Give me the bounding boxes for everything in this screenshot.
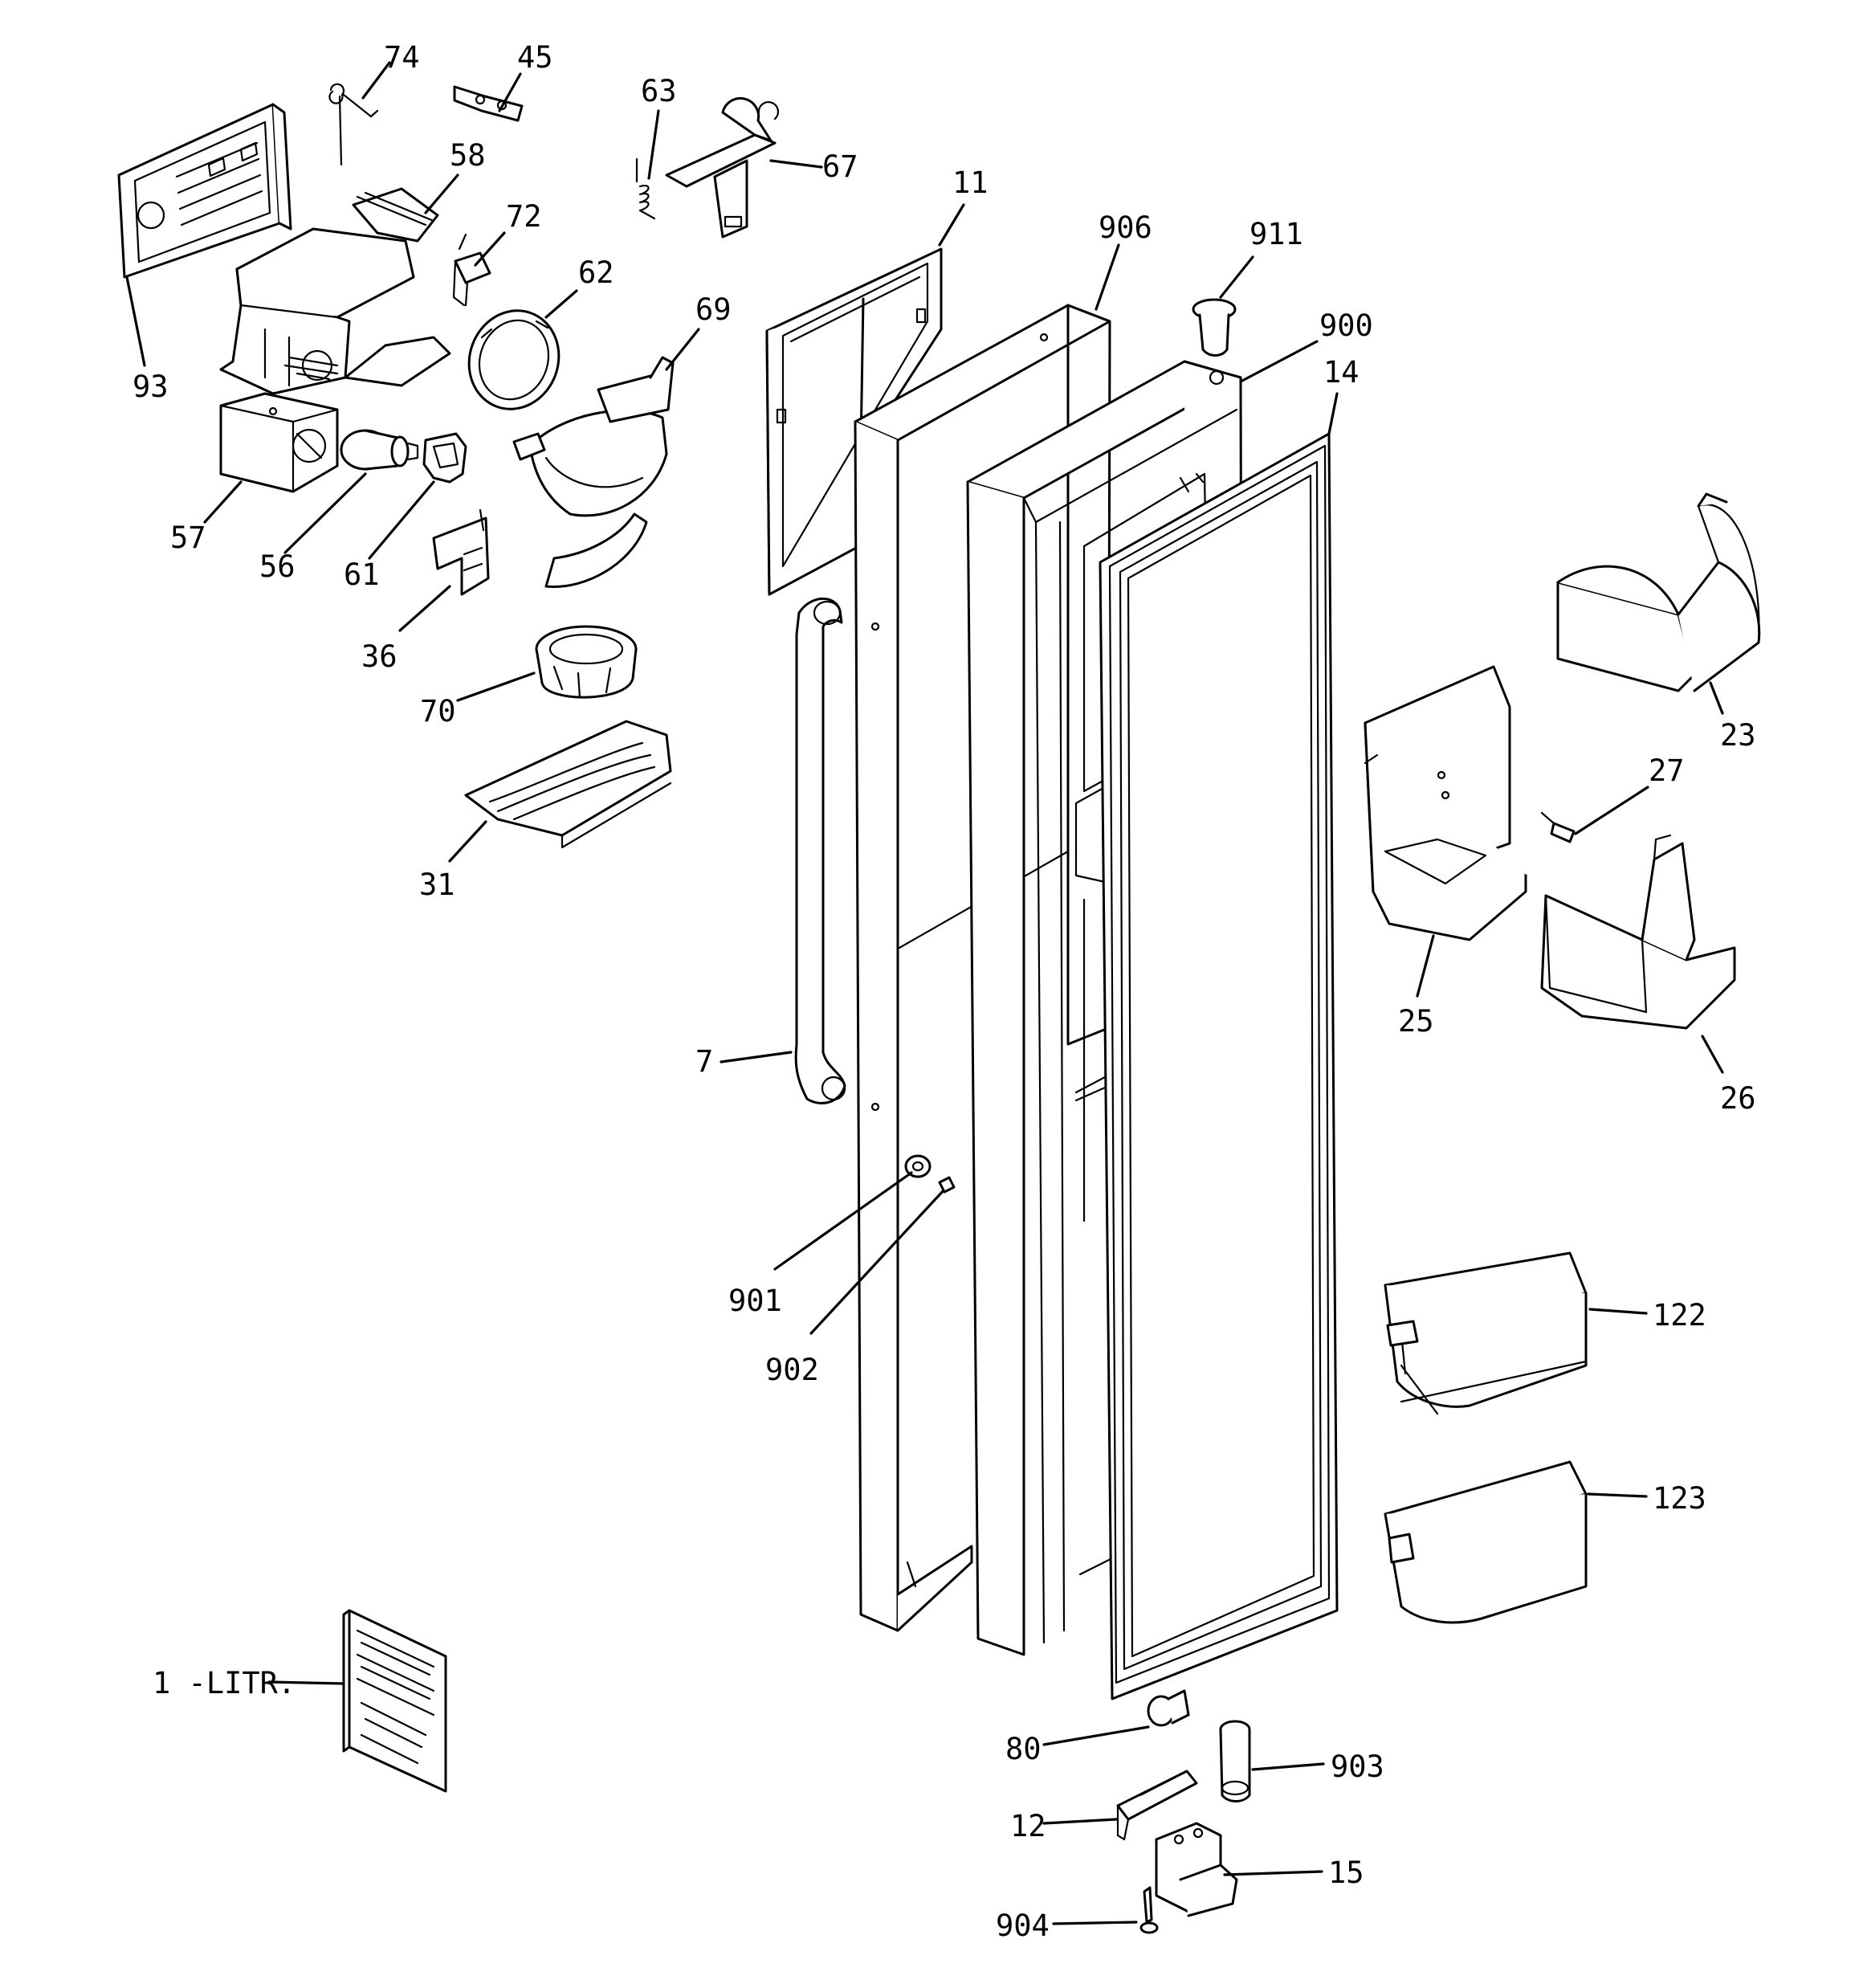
callout-903: 903 xyxy=(1331,1749,1384,1784)
callout-61: 61 xyxy=(344,557,380,592)
hinge-part xyxy=(1155,1822,1238,1917)
callout-62: 62 xyxy=(578,255,614,290)
callout-67: 67 xyxy=(822,149,858,184)
callout-122: 122 xyxy=(1653,1298,1706,1333)
leader-lines xyxy=(125,61,1724,1925)
callout-36: 36 xyxy=(361,639,397,674)
callout-902: 902 xyxy=(765,1353,819,1387)
callout-904: 904 xyxy=(996,1908,1050,1943)
cap-part xyxy=(1147,1689,1190,1727)
bracket-part-36 xyxy=(432,508,490,596)
plug-part xyxy=(1192,298,1237,357)
callout-26: 26 xyxy=(1720,1081,1756,1116)
grille-part xyxy=(464,720,672,849)
callout-63: 63 xyxy=(641,74,677,108)
callout-11: 11 xyxy=(952,165,989,200)
callout-70: 70 xyxy=(420,694,456,729)
bracket-part xyxy=(453,85,524,122)
gear-part xyxy=(422,432,467,484)
callout-901: 901 xyxy=(728,1284,782,1318)
literature-booklet-part xyxy=(342,1609,447,1793)
callout-31: 31 xyxy=(419,867,455,902)
ice-crusher-part xyxy=(219,187,451,395)
cup-part xyxy=(535,625,638,699)
callout-12: 12 xyxy=(1010,1809,1046,1843)
motor-part xyxy=(219,392,339,493)
callout-911: 911 xyxy=(1249,217,1303,251)
callout-93: 93 xyxy=(132,369,169,404)
door-bin-part-122 xyxy=(1384,1251,1588,1415)
callout-15: 15 xyxy=(1328,1855,1364,1890)
screw-part-902 xyxy=(938,1176,956,1194)
callout-14: 14 xyxy=(1323,355,1360,390)
callout-45: 45 xyxy=(517,40,553,75)
ice-cover-part xyxy=(1556,492,1761,692)
door-arm-part xyxy=(665,96,779,239)
spring-part xyxy=(328,83,379,166)
door-liner-frame-part xyxy=(765,247,943,596)
callout-1-litr: 1 -LITR. xyxy=(153,1666,296,1700)
callout-labels: 74 45 63 67 58 72 11 906 911 62 69 900 9… xyxy=(132,40,1756,1943)
callout-7: 7 xyxy=(695,1044,713,1079)
callout-900: 900 xyxy=(1319,308,1373,343)
shelf-part xyxy=(1364,665,1527,941)
callout-23: 23 xyxy=(1720,718,1756,753)
handle-part xyxy=(794,597,846,1104)
spring-part-63 xyxy=(635,157,656,220)
auger-coupling-part xyxy=(340,429,419,471)
bin-part xyxy=(1540,834,1736,1030)
screw-part-27 xyxy=(1540,811,1576,843)
callout-72: 72 xyxy=(506,199,542,234)
screw-part-904 xyxy=(1139,1886,1159,1934)
callout-74: 74 xyxy=(384,40,420,75)
door-bin-part-123 xyxy=(1384,1460,1588,1624)
callout-906: 906 xyxy=(1099,210,1152,245)
callout-25: 25 xyxy=(1398,1004,1434,1039)
control-panel-part xyxy=(117,103,292,279)
callout-69: 69 xyxy=(695,292,732,327)
switch-part xyxy=(452,233,491,307)
hinge-bracket-part xyxy=(1116,1770,1198,1841)
callout-80: 80 xyxy=(1005,1732,1042,1766)
chute-part xyxy=(512,356,675,588)
callout-58: 58 xyxy=(450,138,486,173)
callout-57: 57 xyxy=(170,520,206,555)
door-outer-panel-part xyxy=(854,304,1111,1632)
gasket-part xyxy=(1099,432,1339,1700)
bushing-part xyxy=(1219,1720,1251,1802)
ring-part xyxy=(467,309,561,410)
callout-56: 56 xyxy=(259,549,296,584)
callout-27: 27 xyxy=(1649,753,1685,788)
callout-123: 123 xyxy=(1653,1481,1706,1516)
